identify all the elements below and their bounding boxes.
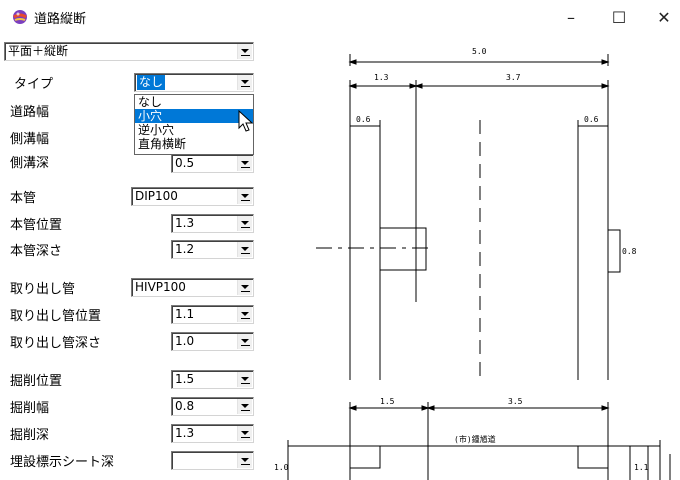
dim-right-span: 3.7 [506,73,521,82]
excavation-width-value: 0.8 [175,399,195,413]
mouse-cursor-icon [238,110,254,132]
excavation-width-select[interactable]: 0.8 [171,397,254,416]
main-pipe-pos-value: 1.3 [175,216,195,230]
maximize-icon: ☐ [611,7,627,27]
type-dropdown-list: なし 小穴 逆小穴 直角横断 [134,94,254,155]
side-ditch-width-label: 側溝幅 [10,132,50,147]
dim-left-ditch: 0.6 [356,115,371,124]
chevron-down-icon [237,44,252,59]
service-pipe-label: 取り出し管 [10,282,76,297]
main-pipe-pos-label: 本管位置 [10,218,63,233]
close-button[interactable]: ✕ [644,0,680,34]
service-pipe-pos-value: 1.1 [175,307,195,321]
view-mode-value: 平面＋縦断 [8,44,69,58]
app-globe-icon [13,10,27,24]
marker-sheet-depth-select[interactable] [171,451,254,470]
service-pipe-pos-label: 取り出し管位置 [10,309,102,324]
chevron-down-icon [237,156,252,171]
dim-left-span: 1.3 [374,73,389,82]
chevron-down-icon [237,372,252,387]
side-ditch-depth-value: 0.5 [175,156,195,170]
dim-section-right-depth: 1.1 [634,463,649,472]
side-ditch-depth-label: 側溝深 [10,156,50,171]
road-width-label: 道路幅 [10,105,50,120]
excavation-depth-label: 掘削深 [10,428,50,443]
window-title: 道路縦断 [34,12,87,27]
chevron-down-icon [237,426,252,441]
type-option[interactable]: 逆小穴 [138,123,175,137]
dim-total-width: 5.0 [472,47,487,56]
type-select[interactable]: なし [134,73,254,92]
service-pipe-depth-value: 1.0 [175,334,195,348]
type-option[interactable]: なし [138,95,163,109]
type-label: タイプ [14,77,54,92]
chevron-down-icon [237,189,252,204]
service-pipe-depth-select[interactable]: 1.0 [171,332,254,351]
side-ditch-depth-select[interactable]: 0.5 [171,154,254,173]
type-option[interactable]: 小穴 [135,109,253,123]
marker-sheet-depth-label: 埋設標示シート深 [10,455,115,470]
chevron-down-icon [237,453,252,468]
minimize-button[interactable]: – [548,0,594,34]
chevron-down-icon [237,399,252,414]
dim-section-left: 1.5 [380,397,395,406]
dim-section-left-depth: 1.0 [274,463,289,472]
main-pipe-label: 本管 [10,191,37,206]
minimize-icon: – [567,7,575,27]
main-pipe-depth-label: 本管深さ [10,244,63,259]
dim-right-ditch: 0.6 [584,115,599,124]
chevron-down-icon [237,216,252,231]
service-pipe-value: HIVP100 [135,280,186,294]
dim-notch: 0.8 [622,247,637,256]
chevron-down-icon [237,75,252,90]
road-name: (市)鍾馗道 [454,434,496,444]
excavation-pos-select[interactable]: 1.5 [171,370,254,389]
excavation-depth-value: 1.3 [175,426,195,440]
excavation-pos-label: 掘削位置 [10,374,63,389]
dim-section-right: 3.5 [508,397,523,406]
excavation-pos-value: 1.5 [175,372,195,386]
main-pipe-value: DIP100 [135,189,178,203]
chevron-down-icon [237,280,252,295]
service-pipe-depth-label: 取り出し管深さ [10,336,102,351]
excavation-depth-select[interactable]: 1.3 [171,424,254,443]
service-pipe-pos-select[interactable]: 1.1 [171,305,254,324]
excavation-width-label: 掘削幅 [10,401,50,416]
main-pipe-select[interactable]: DIP100 [131,187,254,206]
chevron-down-icon [237,334,252,349]
maximize-button[interactable]: ☐ [596,0,642,34]
main-pipe-depth-value: 1.2 [175,242,195,256]
title-bar: 道路縦断 – ☐ ✕ [0,0,680,34]
road-drawing: 5.0 1.3 3.7 0.6 0.6 0.8 1.5 3.5 (市)鍾馗道 1… [274,47,671,480]
view-mode-select[interactable]: 平面＋縦断 [4,42,254,61]
main-pipe-depth-select[interactable]: 1.2 [171,240,254,259]
type-value: なし [137,75,166,90]
main-pipe-pos-select[interactable]: 1.3 [171,214,254,233]
type-option[interactable]: 直角横断 [138,137,187,151]
chevron-down-icon [237,242,252,257]
close-icon: ✕ [657,7,671,27]
chevron-down-icon [237,307,252,322]
service-pipe-select[interactable]: HIVP100 [131,278,254,297]
